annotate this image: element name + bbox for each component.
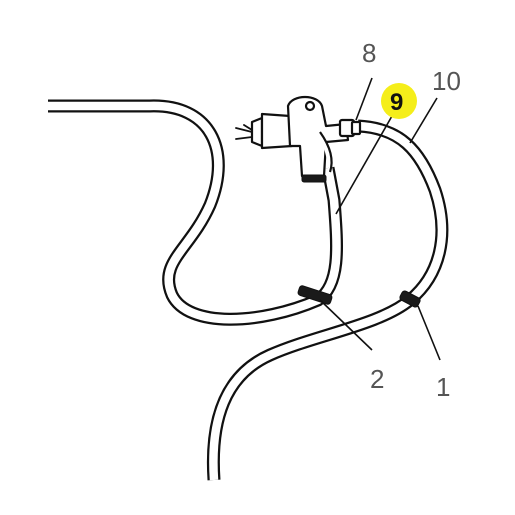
- gun-trigger: [319, 131, 333, 173]
- clamp-2: [297, 285, 333, 305]
- callout-9: 9: [390, 89, 403, 116]
- gun-tip-guard: [260, 112, 294, 150]
- gun-head: [286, 95, 350, 178]
- callout-8: 8: [362, 38, 376, 68]
- gun-nozzle: [250, 116, 264, 148]
- leader-8: [355, 77, 373, 121]
- leader-1: [417, 305, 441, 361]
- callout-10: 10: [432, 66, 461, 96]
- spray-gun: [235, 95, 350, 183]
- callout-1: 1: [436, 372, 450, 402]
- clamp-1: [399, 290, 421, 308]
- highlight-circle: [381, 83, 417, 119]
- supply-hose: [48, 99, 344, 326]
- gun-handle-band: [301, 174, 327, 183]
- leader-9: [335, 115, 393, 215]
- swivel-fitting: [338, 118, 362, 138]
- leader-2: [319, 299, 373, 351]
- spray-mist-icon: [235, 124, 253, 140]
- leader-10: [409, 97, 438, 144]
- callout-2: 2: [370, 364, 384, 394]
